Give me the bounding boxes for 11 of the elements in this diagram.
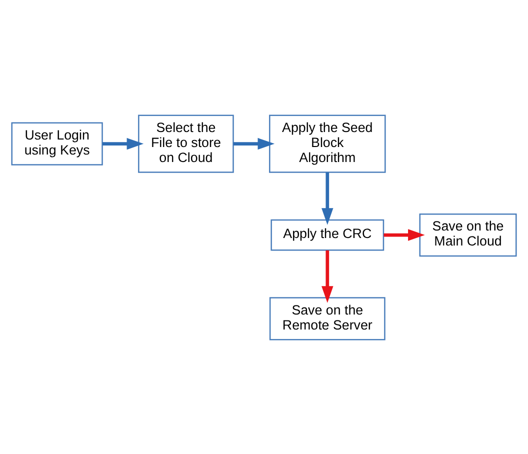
node-box: Apply the Seed Block Algorithm [269, 114, 386, 172]
node-box: Save on the Remote Server [269, 296, 386, 340]
arrow [102, 137, 144, 150]
arrow [322, 250, 334, 302]
arrow [384, 228, 425, 240]
arrow [233, 137, 275, 150]
node-box: Save on the Main Cloud [419, 212, 517, 256]
node-box: Select the File to store on Cloud [138, 114, 234, 172]
node-box: User Login using Keys [11, 122, 103, 165]
node-box: Apply the CRC [270, 218, 384, 250]
arrow [322, 172, 334, 224]
